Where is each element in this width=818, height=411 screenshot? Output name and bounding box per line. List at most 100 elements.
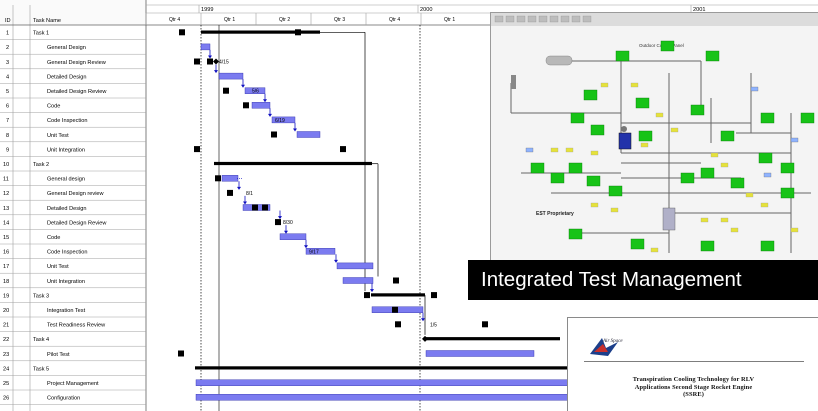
sensor-block-icon [780,162,795,174]
toolbar-button-icon [527,15,537,23]
row-id: 1 [6,31,9,37]
sensor-block-icon [705,50,720,62]
dependency-arrow [237,186,241,190]
milestone-square [223,87,229,94]
quarter-label: Qtr 4 [169,17,180,23]
dependency-arrow [278,216,282,220]
row-id: 23 [3,352,9,358]
valve-icon [511,75,516,89]
column-header-task-name: Task Name [33,18,61,24]
milestone-square [275,219,281,226]
milestone-square [364,292,370,299]
tank-icon [545,55,573,66]
row-id: 26 [3,396,9,402]
indicator-icon [590,150,599,156]
indicator-icon [730,227,739,233]
row-id: 15 [3,235,9,241]
row-id: 25 [3,381,9,387]
milestone-square [262,204,268,211]
indicator-icon [655,112,664,118]
task-bar [305,248,336,255]
row-task-name: Task 5 [33,366,49,372]
indicator-icon [790,227,799,233]
dependency-arrow [243,201,247,205]
indicator-icon [750,86,759,92]
milestone-square [227,189,233,196]
sensor-block-icon [630,238,645,250]
task-bar [244,87,266,94]
gantt-header-corner [0,0,146,25]
milestone-date-label: 6/19 [275,118,285,124]
sensor-block-icon [570,112,585,124]
dependency-arrow [421,318,425,322]
row-task-name: Detailed Design [47,74,87,80]
summary-bar [201,30,320,34]
milestone-square [207,58,213,65]
sensor-block-icon [568,228,583,240]
toolbar-button-icon [560,15,570,23]
row-task-name: General Design [47,45,86,51]
task-bar [200,43,211,51]
sensor-block-icon [660,40,675,52]
dependency-arrow [370,289,374,293]
dependency-arrow [284,230,288,234]
milestone-date-label: 8/1 [246,191,253,197]
indicator-icon [700,217,709,223]
row-task-name: Task 2 [33,162,49,168]
indicator-icon [745,192,754,198]
task-bar [271,116,296,124]
sensor-block-icon [635,97,650,109]
indicator-icon [763,172,772,178]
milestone-square [194,58,200,65]
task-bar [195,379,818,386]
milestone-square [179,29,185,36]
document-title: Transpiration Cooling Technology for RLV… [576,376,811,399]
task-bar [195,394,818,401]
sensor-block-icon [758,152,773,164]
milestone-date-label: 5/6 [252,89,259,95]
milestone-square [243,102,249,109]
row-task-name: Detailed Design [47,206,87,212]
toolbar-button-icon [538,15,548,23]
row-task-name: Integration Test [47,308,86,314]
milestone-square [271,131,277,138]
sensor-block-icon [615,50,630,62]
row-id: 10 [3,162,9,168]
milestone-square [178,350,184,357]
task-bar [221,175,239,182]
row-id: 5 [6,89,9,95]
milestone-diamond [213,58,219,65]
summary-bar [214,161,372,166]
sensor-block-icon [720,130,735,142]
row-id: 13 [3,206,9,212]
sensor-block-icon [690,104,705,116]
row-task-name: General Design Review [47,60,107,66]
task-bar [342,277,374,284]
milestone-square [194,146,200,153]
banner-title: Integrated Test Management [468,260,818,300]
dependency-arrow [268,113,272,117]
toolbar-button-icon [516,15,526,23]
panel-background [491,13,818,261]
row-task-name: Code Inspection [47,250,87,256]
toolbar-button-icon [494,15,504,23]
milestone-square [482,321,488,328]
task-bar [336,262,374,270]
sensor-block-icon [638,130,653,142]
row-task-name: Unit Integration [47,279,85,285]
row-id: 18 [3,279,9,285]
quarter-label: Qtr 4 [389,17,400,23]
row-id: 2 [6,45,9,51]
milestone-date-label: 4/15 [219,60,229,66]
row-task-name: Unit Integration [47,147,85,153]
indicator-icon [790,137,799,143]
indicator-icon [640,142,649,148]
pump-icon [618,132,632,150]
milestone-square [340,146,346,153]
dependency-arrow [241,84,245,88]
heater-icon [662,207,676,231]
sensor-block-icon [586,175,601,187]
row-task-name: Configuration [47,396,80,402]
document-cover: Air Space Transpiration Cooling Technolo… [567,317,818,411]
